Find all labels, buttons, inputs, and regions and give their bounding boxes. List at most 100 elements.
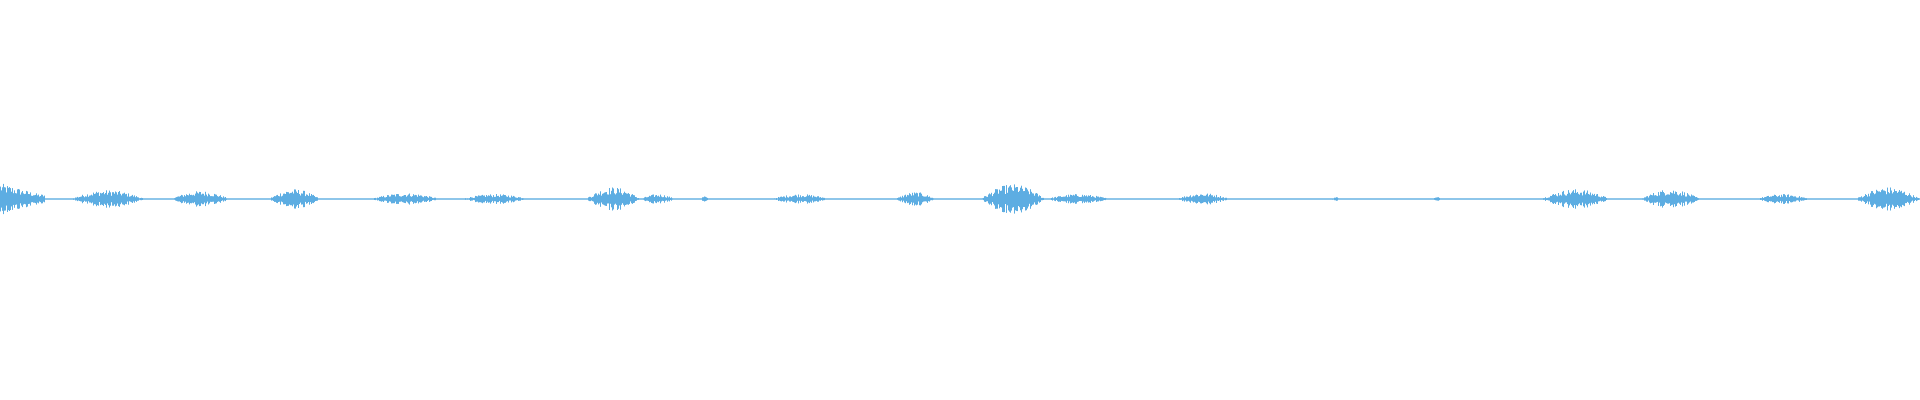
waveform-sample — [994, 192, 995, 206]
waveform-sample — [723, 198, 724, 200]
waveform-sample — [203, 193, 204, 205]
waveform-sample — [1878, 191, 1879, 207]
waveform-sample — [1131, 198, 1132, 200]
waveform-sample — [1015, 187, 1016, 211]
waveform-sample — [1444, 198, 1445, 200]
waveform-sample — [1204, 195, 1205, 203]
waveform-sample — [1667, 194, 1668, 204]
waveform-sample — [1887, 187, 1888, 211]
waveform-sample — [1038, 196, 1039, 202]
waveform-sample — [1718, 198, 1719, 200]
waveform-sample — [1538, 198, 1539, 200]
waveform-sample — [426, 196, 427, 202]
waveform-sample — [1514, 198, 1515, 200]
waveform-sample — [894, 198, 895, 200]
waveform-sample — [1333, 198, 1334, 200]
waveform-sample — [1085, 196, 1086, 202]
waveform-sample — [1626, 198, 1627, 200]
waveform-sample — [1327, 198, 1328, 200]
waveform-sample — [1815, 198, 1816, 200]
waveform-sample — [371, 198, 372, 200]
waveform-sample — [479, 195, 480, 203]
waveform-sample — [959, 198, 960, 200]
waveform-sample — [1889, 193, 1890, 205]
waveform-sample — [1355, 198, 1356, 200]
waveform-sample — [659, 196, 660, 202]
waveform-sample — [1767, 196, 1768, 203]
waveform-sample — [232, 198, 233, 200]
waveform-sample — [730, 198, 731, 200]
waveform-sample — [943, 198, 944, 200]
waveform-sample — [1698, 198, 1699, 200]
waveform-sample — [262, 198, 263, 200]
waveform-sample — [983, 197, 984, 201]
waveform-sample — [1289, 198, 1290, 200]
waveform-sample — [1443, 198, 1444, 200]
waveform-sample — [88, 196, 89, 202]
waveform-sample — [452, 198, 453, 200]
waveform-sample — [1243, 198, 1244, 200]
waveform-sample — [1488, 198, 1489, 200]
waveform-sample — [494, 196, 495, 202]
waveform-sample — [951, 198, 952, 200]
waveform-sample — [1792, 195, 1793, 203]
waveform-sample — [267, 198, 268, 200]
waveform-sample — [1868, 193, 1869, 205]
waveform-sample — [665, 197, 666, 201]
waveform-sample — [724, 198, 725, 200]
waveform-sample — [264, 198, 265, 200]
waveform-sample — [1081, 196, 1082, 202]
waveform-sample — [1743, 198, 1744, 200]
waveform-sample — [510, 197, 511, 201]
waveform-sample — [1396, 198, 1397, 200]
waveform-sample — [152, 198, 153, 200]
waveform-sample — [369, 198, 370, 200]
waveform-sample — [1231, 198, 1232, 200]
waveform-sample — [311, 194, 312, 204]
waveform-sample — [1839, 198, 1840, 200]
waveform-sample — [1140, 198, 1141, 200]
waveform-sample — [1709, 198, 1710, 200]
waveform-sample — [639, 198, 640, 200]
waveform-sample — [345, 198, 346, 200]
waveform-sample — [1136, 198, 1137, 200]
waveform-sample — [1835, 198, 1836, 200]
waveform-sample — [46, 198, 47, 200]
waveform-sample — [752, 198, 753, 200]
waveform-sample — [649, 195, 650, 203]
waveform-sample — [1654, 195, 1655, 203]
waveform-sample — [1009, 186, 1010, 212]
waveform-sample — [49, 198, 50, 200]
waveform-sample — [927, 195, 928, 203]
waveform-sample — [447, 198, 448, 200]
waveform-sample — [829, 198, 830, 200]
waveform-sample — [1545, 197, 1546, 201]
waveform-sample — [456, 198, 457, 200]
waveform-sample — [1692, 195, 1693, 203]
waveform-sample — [877, 198, 878, 200]
waveform-sample — [1581, 192, 1582, 206]
waveform-sample — [1435, 197, 1436, 201]
waveform-sample — [942, 198, 943, 200]
waveform-sample — [313, 194, 314, 204]
waveform-sample — [1633, 198, 1634, 200]
waveform-sample — [1348, 198, 1349, 200]
waveform-sample — [780, 196, 781, 202]
waveform-sample — [909, 193, 910, 205]
waveform-sample — [463, 198, 464, 200]
waveform-sample — [744, 198, 745, 200]
waveform-sample — [1670, 192, 1671, 206]
waveform-sample — [139, 198, 140, 200]
waveform-sample — [442, 198, 443, 200]
waveform-sample — [337, 198, 338, 200]
waveform-sample — [4, 187, 5, 211]
waveform-sample — [1528, 198, 1529, 200]
waveform-sample — [43, 196, 44, 202]
waveform-sample — [1168, 198, 1169, 200]
waveform-sample — [398, 194, 399, 204]
waveform-sample — [616, 193, 617, 205]
waveform-sample — [1152, 198, 1153, 200]
waveform-sample — [432, 197, 433, 200]
waveform-sample — [1794, 196, 1795, 202]
